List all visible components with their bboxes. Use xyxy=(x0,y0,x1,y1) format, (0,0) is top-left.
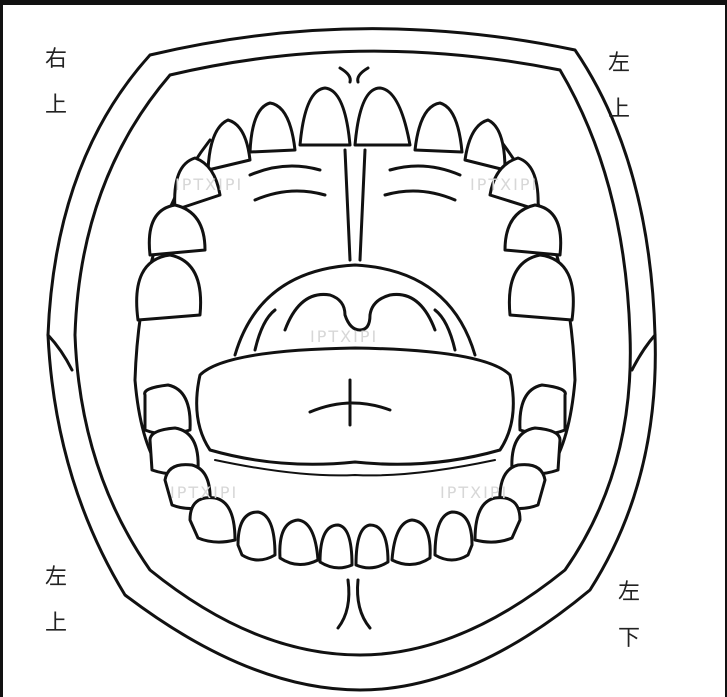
uvula xyxy=(285,294,435,330)
tongue xyxy=(197,348,514,464)
tooth-u3 xyxy=(250,103,295,152)
tooth-l7 xyxy=(190,498,235,542)
tooth-l11 xyxy=(280,520,318,565)
label-top-right-line1: 左 xyxy=(599,41,639,87)
palate-ridge-2 xyxy=(255,191,325,200)
tooth-l10 xyxy=(435,512,472,560)
label-bottom-right-line2: 下 xyxy=(609,616,649,662)
label-bottom-right: 左 下 xyxy=(609,570,649,662)
left-tonsil xyxy=(255,310,275,350)
tooth-u2 xyxy=(355,88,410,145)
palate-ridge-3 xyxy=(390,166,460,175)
svg-text:IPTXIPI: IPTXIPI xyxy=(310,327,378,346)
tooth-u1 xyxy=(300,88,350,145)
label-top-left-line1: 右 xyxy=(36,37,76,83)
lower-frenum xyxy=(338,580,370,628)
palate-ridge-1 xyxy=(250,166,320,175)
tooth-l2 xyxy=(520,385,565,434)
upper-teeth xyxy=(137,88,574,320)
label-top-right-line2: 上 xyxy=(599,87,639,133)
upper-frenum xyxy=(340,68,368,82)
tooth-u5 xyxy=(208,120,250,170)
tooth-u6 xyxy=(465,120,505,170)
label-top-left: 右 上 xyxy=(36,37,76,129)
palate-ridge-4 xyxy=(385,191,455,200)
tooth-l1 xyxy=(145,385,190,434)
svg-text:IPTXIPI: IPTXIPI xyxy=(170,483,238,502)
tooth-u9 xyxy=(149,205,205,255)
tooth-l8 xyxy=(475,498,520,542)
tooth-l14 xyxy=(356,525,388,568)
right-tonsil xyxy=(435,310,455,350)
label-top-left-line2: 上 xyxy=(36,83,76,129)
tooth-l13 xyxy=(320,525,352,568)
svg-text:IPTXIPI: IPTXIPI xyxy=(470,175,538,194)
label-top-right: 左 上 xyxy=(599,41,639,133)
label-bottom-left-line2: 上 xyxy=(36,601,76,647)
tooth-l12 xyxy=(392,520,430,565)
tooth-l9 xyxy=(238,512,275,560)
palate-raphe xyxy=(345,150,365,260)
svg-text:IPTXIPI: IPTXIPI xyxy=(440,483,508,502)
tooth-u10 xyxy=(505,205,561,255)
label-bottom-left-line1: 左 xyxy=(36,555,76,601)
tooth-u12 xyxy=(509,255,573,320)
label-bottom-right-line1: 左 xyxy=(609,570,649,616)
tooth-u4 xyxy=(415,103,462,152)
svg-text:IPTXIPI: IPTXIPI xyxy=(175,175,243,194)
tooth-u11 xyxy=(137,255,201,320)
right-lip-corner xyxy=(632,335,655,370)
label-bottom-left: 左 上 xyxy=(36,555,76,647)
